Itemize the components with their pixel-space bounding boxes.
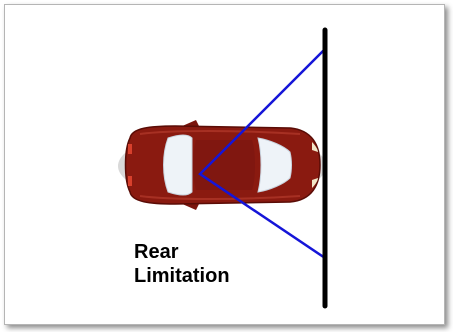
caption-label: Rear Limitation: [134, 240, 230, 288]
caption-line-2: Limitation: [134, 265, 230, 287]
car-top-view-icon: [118, 120, 326, 210]
sensor-beam-icon: [198, 48, 326, 260]
caption-line-1: Rear: [134, 241, 179, 263]
